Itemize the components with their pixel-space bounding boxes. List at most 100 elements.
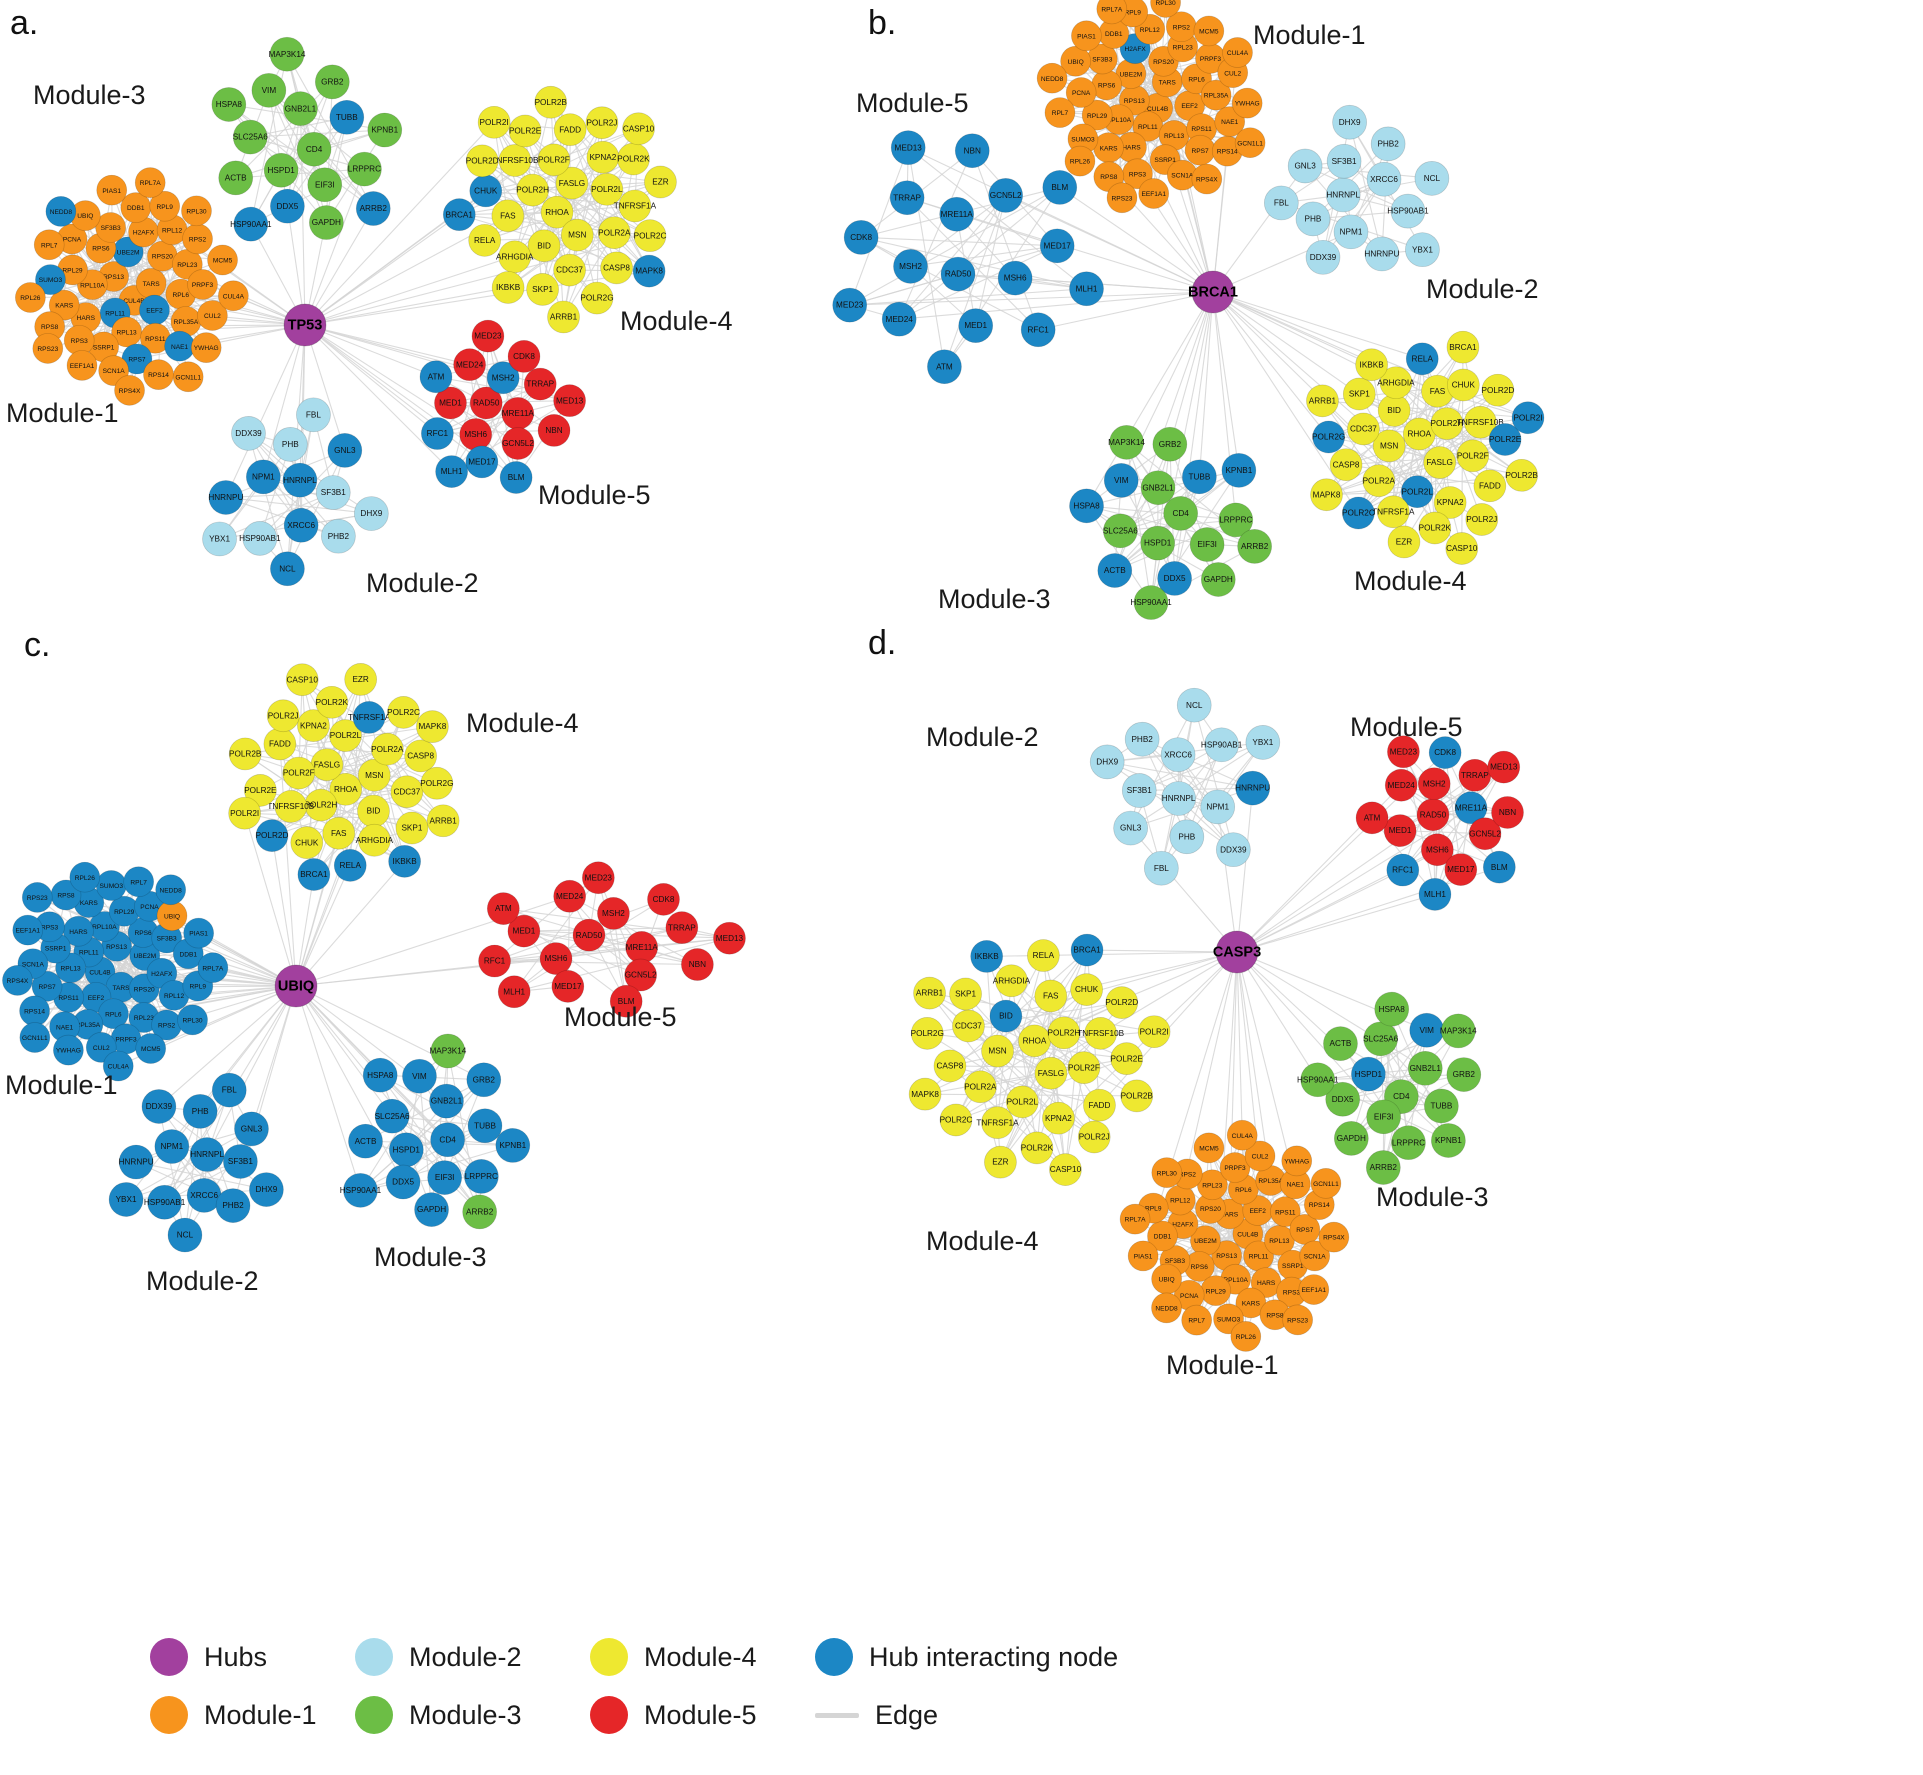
network-node-RPL7A[interactable]: RPL7A: [1096, 0, 1128, 25]
network-node-DHX9[interactable]: DHX9: [354, 496, 389, 531]
network-node-GRB2[interactable]: GRB2: [314, 64, 350, 100]
node-circle[interactable]: [1424, 1088, 1459, 1124]
node-circle[interactable]: [1182, 459, 1217, 495]
network-node-NCL[interactable]: NCL: [167, 1217, 203, 1253]
node-circle[interactable]: [1289, 1214, 1321, 1245]
node-circle[interactable]: [233, 206, 269, 242]
node-circle[interactable]: [344, 663, 378, 696]
node-circle[interactable]: [527, 229, 561, 263]
node-circle[interactable]: [618, 189, 652, 223]
network-node-NCL[interactable]: NCL: [1414, 161, 1450, 196]
network-node-MSH2[interactable]: MSH2: [1417, 767, 1451, 801]
network-node-RPS2[interactable]: RPS2: [1165, 11, 1197, 43]
network-node-FBL[interactable]: FBL: [1144, 850, 1179, 886]
network-node-RPL13[interactable]: RPL13: [111, 316, 142, 348]
network-node-HNRNPL[interactable]: HNRNPL: [282, 462, 318, 498]
node-circle[interactable]: [343, 1172, 378, 1208]
node-circle[interactable]: [123, 866, 154, 898]
network-node-SUMO3[interactable]: SUMO3: [95, 870, 127, 901]
network-node-PHB[interactable]: PHB: [1295, 201, 1331, 237]
node-circle[interactable]: [1300, 1062, 1336, 1098]
network-node-MSN[interactable]: MSN: [357, 758, 391, 792]
node-circle[interactable]: [96, 174, 128, 206]
network-node-GRB2[interactable]: GRB2: [466, 1062, 502, 1098]
network-node-MSN[interactable]: MSN: [981, 1034, 1014, 1068]
network-node-POLR2C[interactable]: POLR2C: [634, 219, 667, 253]
node-circle[interactable]: [1366, 161, 1402, 197]
network-node-EEF1A1[interactable]: EEF1A1: [12, 914, 44, 946]
node-circle[interactable]: [1445, 532, 1479, 565]
network-node-MCM5[interactable]: MCM5: [1193, 15, 1225, 47]
network-node-MED1[interactable]: MED1: [958, 308, 994, 343]
node-circle[interactable]: [647, 883, 680, 916]
network-node-CUL4A[interactable]: CUL4A: [1222, 37, 1253, 68]
node-circle[interactable]: [1044, 97, 1076, 128]
node-circle[interactable]: [1282, 1304, 1313, 1336]
network-node-RPL7[interactable]: RPL7: [123, 866, 154, 898]
node-circle[interactable]: [362, 1057, 398, 1093]
network-node-ARRB1[interactable]: ARRB1: [547, 300, 580, 334]
node-circle[interactable]: [19, 1022, 51, 1053]
network-node-RPL26[interactable]: RPL26: [69, 861, 101, 893]
network-node-POLR2J[interactable]: POLR2J: [266, 699, 300, 733]
node-circle[interactable]: [228, 796, 262, 830]
node-circle[interactable]: [1047, 1016, 1081, 1050]
network-node-CUL4A[interactable]: CUL4A: [218, 280, 249, 312]
network-node-VIM[interactable]: VIM: [251, 72, 287, 108]
node-circle[interactable]: [1332, 104, 1367, 140]
node-circle[interactable]: [69, 861, 101, 893]
node-circle[interactable]: [1405, 342, 1439, 376]
node-circle[interactable]: [1333, 1121, 1369, 1156]
node-circle[interactable]: [547, 300, 580, 334]
node-circle[interactable]: [1374, 991, 1410, 1027]
network-node-DDX39[interactable]: DDX39: [141, 1089, 177, 1124]
network-node-ARRB2[interactable]: ARRB2: [1237, 529, 1272, 564]
network-node-YWHAG[interactable]: YWHAG: [1281, 1145, 1313, 1177]
node-circle[interactable]: [45, 196, 77, 227]
node-circle[interactable]: [1355, 801, 1389, 835]
network-node-MSN[interactable]: MSN: [1372, 429, 1406, 463]
network-node-PRPF3[interactable]: PRPF3: [1219, 1152, 1251, 1183]
node-circle[interactable]: [466, 1062, 502, 1098]
network-node-CDC37[interactable]: CDC37: [390, 775, 424, 809]
network-node-RAD50[interactable]: RAD50: [469, 386, 503, 420]
node-circle[interactable]: [995, 964, 1028, 998]
network-node-GNB2L1[interactable]: GNB2L1: [1140, 470, 1176, 506]
network-node-SF3B1[interactable]: SF3B1: [1121, 773, 1157, 808]
node-circle[interactable]: [1039, 228, 1075, 264]
network-node-MED24[interactable]: MED24: [1384, 768, 1418, 802]
network-node-KPNB1[interactable]: KPNB1: [1431, 1123, 1466, 1158]
node-circle[interactable]: [190, 332, 222, 363]
node-circle[interactable]: [580, 281, 614, 315]
node-circle[interactable]: [1245, 725, 1281, 760]
node-circle[interactable]: [1124, 721, 1160, 757]
network-node-CASP10[interactable]: CASP10: [1445, 532, 1479, 565]
network-node-MED23[interactable]: MED23: [581, 861, 615, 895]
node-circle[interactable]: [388, 844, 421, 878]
node-circle[interactable]: [269, 36, 305, 72]
node-circle[interactable]: [355, 191, 391, 226]
node-circle[interactable]: [1157, 561, 1192, 596]
network-node-CASP10[interactable]: CASP10: [622, 112, 655, 146]
node-circle[interactable]: [421, 417, 454, 450]
network-node-SLC25A6[interactable]: SLC25A6: [1363, 1021, 1399, 1057]
node-circle[interactable]: [357, 758, 391, 792]
network-node-DDX5[interactable]: DDX5: [270, 188, 305, 224]
node-circle[interactable]: [367, 112, 403, 148]
hub-node-TP53[interactable]: TP53: [283, 303, 327, 347]
node-circle[interactable]: [624, 958, 657, 992]
network-node-MRE11A[interactable]: MRE11A: [1454, 791, 1488, 825]
node-circle[interactable]: [1310, 478, 1343, 512]
node-circle[interactable]: [1387, 525, 1421, 559]
network-node-MED24[interactable]: MED24: [453, 348, 486, 382]
network-node-HSPA8[interactable]: HSPA8: [211, 87, 247, 122]
network-node-MRE11A[interactable]: MRE11A: [939, 196, 975, 232]
node-circle[interactable]: [430, 1033, 466, 1069]
network-node-CASP10[interactable]: CASP10: [285, 663, 319, 697]
network-node-TNFRSF10B[interactable]: TNFRSF10B: [1457, 405, 1504, 439]
node-circle[interactable]: [1234, 127, 1266, 159]
node-circle[interactable]: [981, 1106, 1014, 1140]
node-circle[interactable]: [15, 282, 46, 313]
node-circle[interactable]: [282, 462, 318, 498]
network-node-SKP1[interactable]: SKP1: [395, 811, 429, 845]
